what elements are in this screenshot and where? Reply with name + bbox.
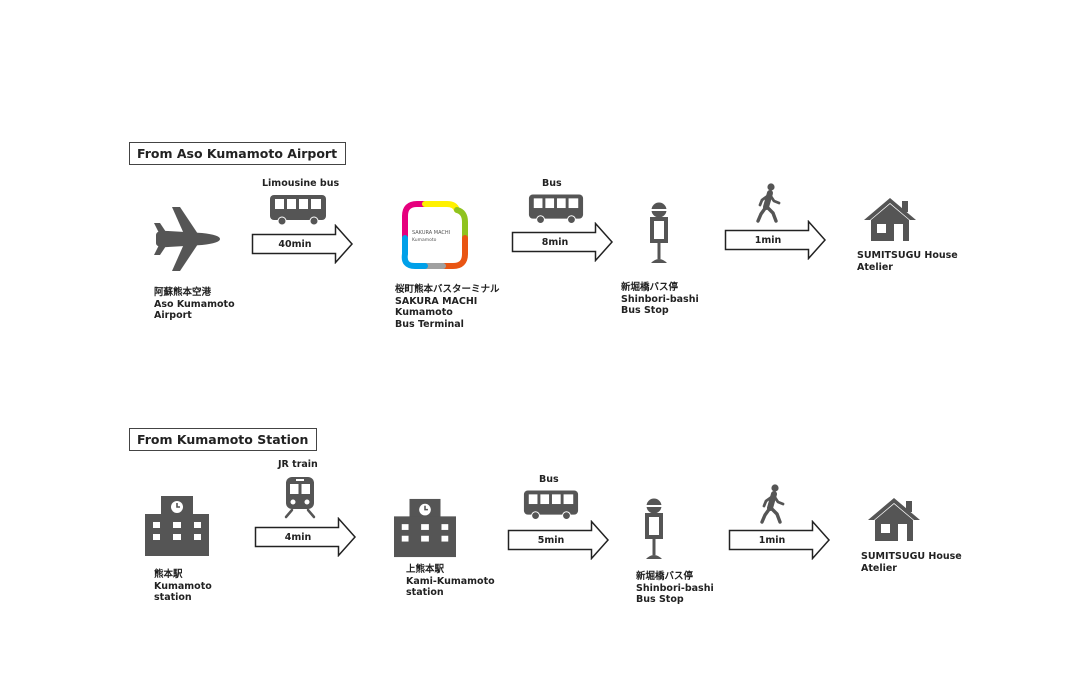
walking-person-icon [756, 183, 782, 223]
logo-text-line2: Kumamoto [412, 237, 437, 243]
origin-label: 熊本駅 Kumamoto station [154, 569, 212, 603]
leg-arrow: 8min [511, 222, 614, 262]
house-icon [862, 196, 918, 242]
leg-mode-label: Bus [539, 474, 559, 485]
stop2-label: 新堀橋バス停 Shinbori-bashi Bus Stop [636, 571, 714, 605]
leg-duration: 4min [284, 531, 312, 543]
bus-icon [268, 193, 328, 227]
station-building-icon [145, 494, 209, 558]
stop2-label: 新堀橋バス停 Shinbori-bashi Bus Stop [621, 282, 699, 316]
bus-icon [522, 488, 580, 522]
logo-text-line1: SAKURA MACHI [412, 230, 450, 236]
leg-mode-label: Bus [542, 178, 562, 189]
destination-label: SUMITSUGU House Atelier [861, 551, 962, 574]
leg-mode-label: JR train [278, 459, 318, 470]
bus-icon [527, 192, 585, 226]
bus-stop-sign-icon [642, 498, 666, 560]
leg-arrow: 4min [254, 517, 357, 557]
leg-arrow: 40min [251, 224, 354, 264]
stop1-label: 桜町熊本バスターミナル SAKURA MACHI Kumamoto Bus Te… [395, 284, 500, 330]
leg-arrow: 5min [507, 520, 610, 560]
origin-label: 阿蘇熊本空港 Aso Kumamoto Airport [154, 287, 235, 321]
train-icon [283, 475, 317, 519]
leg-arrow: 1min [728, 520, 831, 560]
stop1-label: 上熊本駅 Kami-Kumamoto station [406, 564, 495, 598]
leg-duration: 8min [541, 236, 569, 248]
leg-duration: 5min [537, 534, 565, 546]
destination-label: SUMITSUGU House Atelier [857, 250, 958, 273]
sakura-machi-logo: SAKURA MACHI Kumamoto [395, 198, 471, 274]
station-building-icon [393, 497, 457, 559]
section-title-airport: From Aso Kumamoto Airport [129, 142, 347, 165]
airplane-icon [150, 205, 222, 273]
leg-duration: 40min [278, 238, 312, 250]
leg-duration: 1min [754, 234, 782, 246]
section-title-station: From Kumamoto Station [129, 428, 318, 451]
house-icon [866, 496, 922, 542]
leg-arrow: 1min [724, 220, 827, 260]
leg-mode-label: Limousine bus [262, 178, 340, 189]
bus-stop-sign-icon [647, 202, 671, 264]
leg-duration: 1min [758, 534, 786, 546]
walking-person-icon [760, 484, 786, 524]
